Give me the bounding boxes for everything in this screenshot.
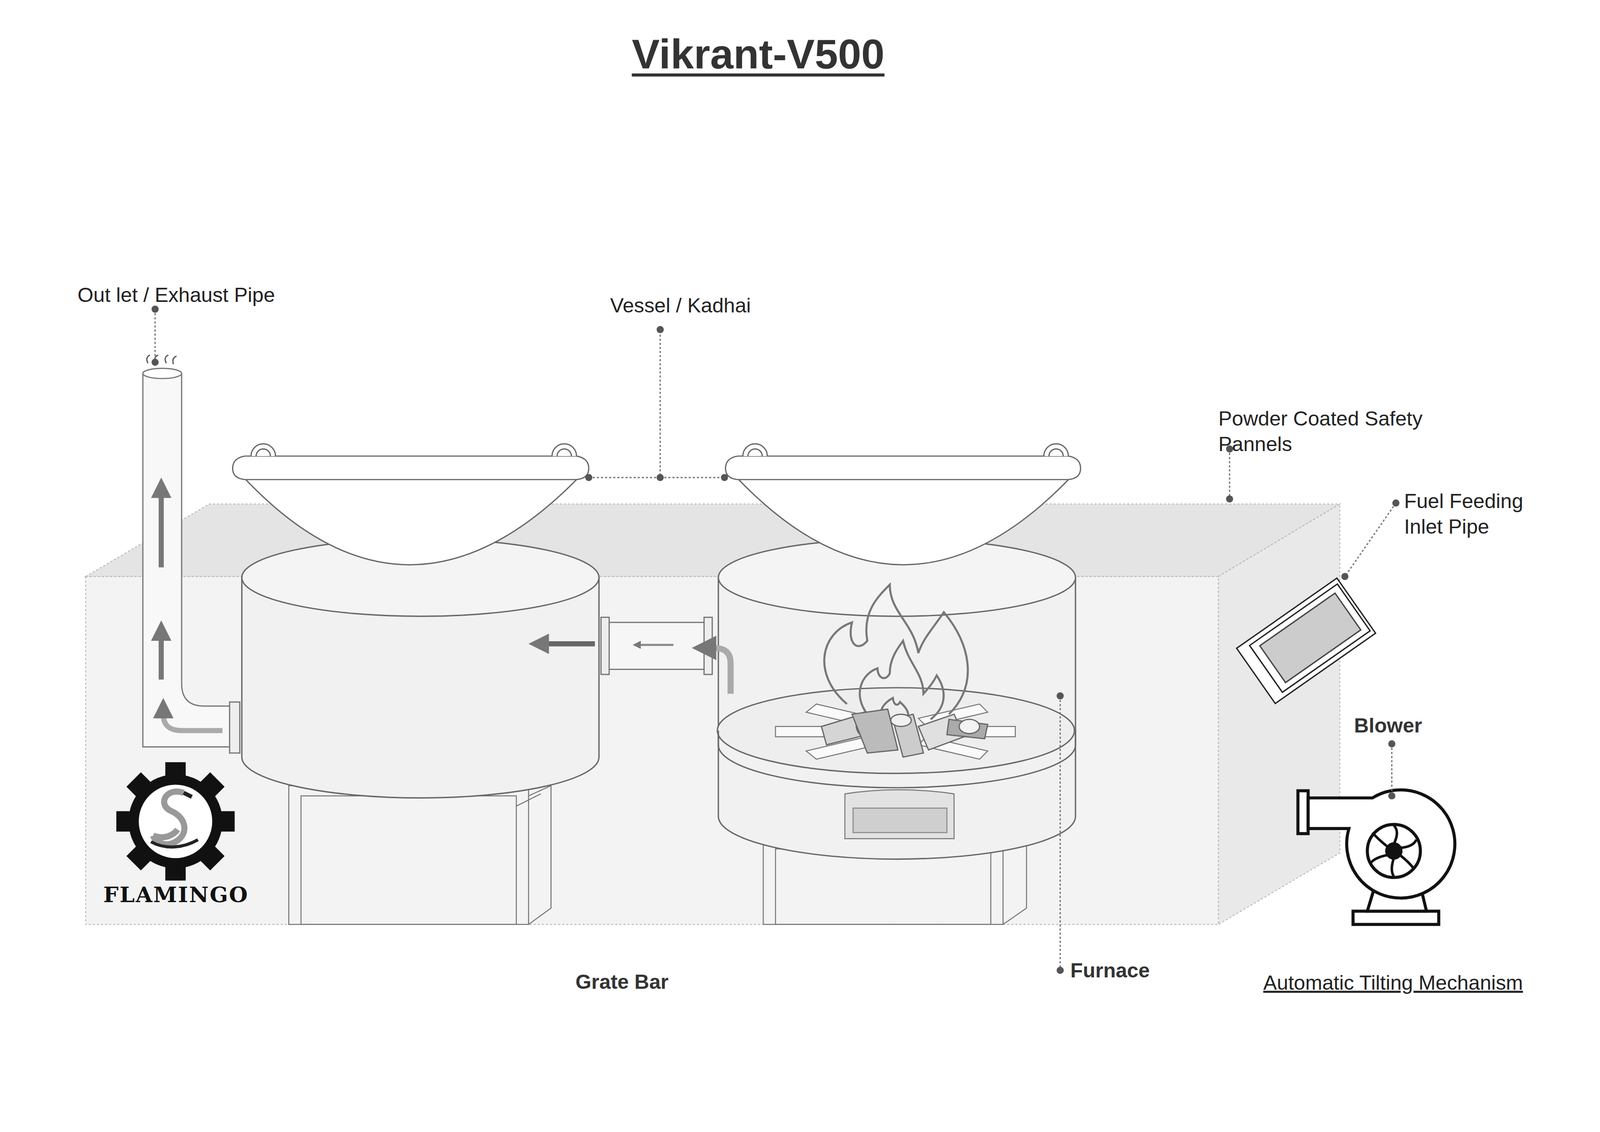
part-label: Furnace [1070, 958, 1193, 984]
part-label: Vessel / Kadhai [610, 292, 815, 319]
fuel-logs [821, 709, 988, 758]
flow-arrow [161, 487, 223, 731]
part-label: Blower [1354, 713, 1477, 739]
part-label: Fuel Feeding Inlet Pipe [1403, 488, 1558, 541]
part-label: Grate Bar [575, 969, 719, 995]
vessel [232, 443, 589, 565]
flow-arrow [538, 644, 731, 695]
ash-door [844, 789, 954, 839]
diagram-title: Vikrant-V500 [554, 28, 963, 80]
heat-chamber [241, 538, 599, 798]
fuel-inlet [1236, 577, 1376, 704]
leader-line [155, 309, 1396, 971]
vessel [725, 443, 1081, 565]
exhaust-pipe [142, 355, 240, 754]
stand [288, 785, 551, 925]
feature-label: Automatic Tilting Mechanism [1263, 970, 1570, 997]
grate-bars [775, 704, 1016, 760]
blower-symbol [1298, 789, 1455, 925]
panel-side [1218, 503, 1340, 925]
furnace-body [717, 538, 1076, 859]
panel-front [85, 576, 1219, 925]
part-label: Out let / Exhaust Pipe [77, 282, 343, 309]
part-label: Powder Coated Safety Pannels [1218, 405, 1464, 458]
flame [824, 584, 968, 723]
logo-text: FLAMINGO [102, 881, 250, 908]
logo-gear [116, 762, 235, 881]
leader-dot [151, 305, 1400, 974]
flue-duct [601, 617, 713, 675]
